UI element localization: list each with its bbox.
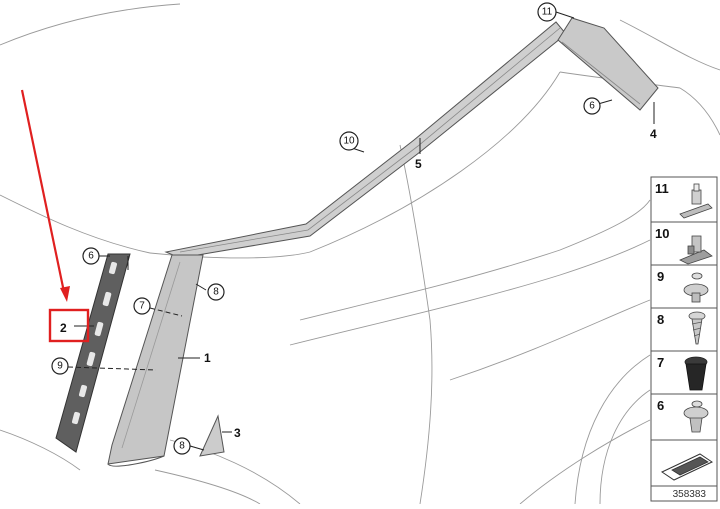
highlight-arrow-line: [20, 89, 66, 293]
svg-text:10: 10: [343, 136, 355, 147]
triangle-cover: [199, 414, 225, 457]
bracket-part: [55, 253, 131, 453]
rear-pillar-trim: [557, 17, 659, 111]
nut-7-icon: [684, 356, 708, 391]
part-number-1: 1: [204, 351, 211, 365]
highlight-box: [48, 308, 90, 343]
part-number-2: 2: [60, 321, 67, 335]
svg-text:6: 6: [88, 251, 94, 262]
clip-11-icon: [679, 183, 713, 219]
part-number-4: 4: [650, 127, 657, 141]
highlight-annotation: [20, 89, 90, 343]
callout-7: 7: [133, 297, 151, 315]
svg-text:8: 8: [179, 441, 185, 452]
car-body-outline: [0, 3, 720, 505]
callout-9: 9: [51, 357, 69, 375]
panel-arrow-icon: [660, 453, 714, 481]
callout-6-left: 6: [82, 247, 100, 265]
callout-10: 10: [339, 131, 359, 151]
diagram-code: 358383: [673, 489, 707, 500]
legend-label-8: 8: [657, 312, 664, 327]
screw-8-icon: [688, 311, 706, 345]
highlight-arrow-head: [60, 286, 70, 302]
legend-label-6: 6: [657, 398, 664, 413]
callout-8-lower: 8: [173, 437, 191, 455]
callout-11: 11: [537, 2, 557, 22]
legend-label-9: 9: [657, 269, 664, 284]
svg-text:9: 9: [57, 361, 63, 372]
svg-text:8: 8: [213, 287, 219, 298]
rivet-9-icon: [683, 272, 709, 303]
svg-text:11: 11: [542, 7, 553, 18]
clip-6-icon: [683, 400, 709, 433]
legend-label-11: 11: [655, 181, 669, 196]
callout-6-right: 6: [583, 97, 601, 115]
part-number-3: 3: [234, 426, 241, 440]
callout-8-upper: 8: [207, 283, 225, 301]
svg-text:6: 6: [589, 101, 595, 112]
fastener-legend: 11 10 9 8 7 6: [650, 176, 718, 502]
a-pillar-trim: [107, 254, 204, 467]
clip-10-icon: [679, 235, 713, 265]
part-number-5: 5: [415, 157, 422, 171]
legend-label-7: 7: [657, 355, 664, 370]
roof-rail-trim: [164, 21, 567, 259]
svg-text:7: 7: [139, 301, 145, 312]
legend-label-10: 10: [655, 226, 669, 241]
